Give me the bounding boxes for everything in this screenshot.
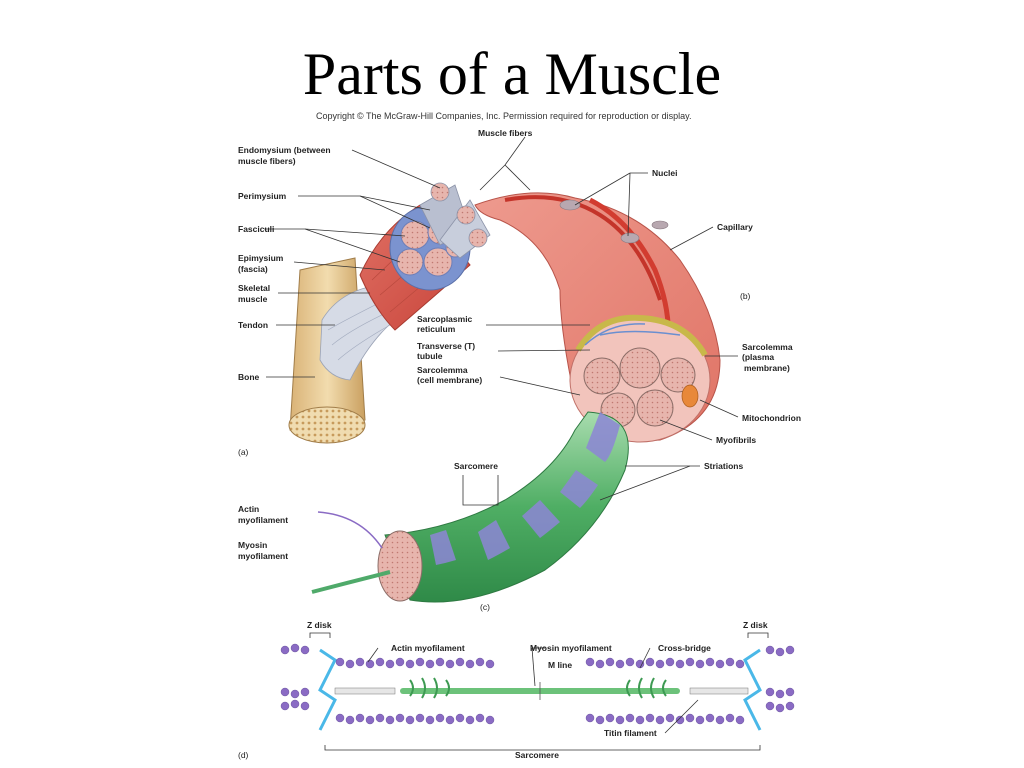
- label-cross-bridge: Cross-bridge: [658, 643, 711, 653]
- label-tendon: Tendon: [238, 320, 268, 330]
- page-title: Parts of a Muscle: [302, 41, 722, 107]
- z-disk-right: [743, 648, 762, 731]
- actin-filaments: [280, 643, 795, 725]
- panel-label-d: (d): [238, 750, 249, 760]
- label-m-line: M line: [548, 660, 572, 670]
- label-sarcolemma-plasma-3: membrane): [744, 363, 790, 373]
- label-actin-2: myofilament: [238, 515, 288, 525]
- label-epimysium-1: Epimysium: [238, 253, 284, 263]
- label-myosin-1: Myosin: [238, 540, 267, 550]
- label-bone: Bone: [238, 372, 260, 382]
- label-sarcolemma-plasma-1: Sarcolemma: [742, 342, 793, 352]
- skeletal-muscle: [359, 182, 491, 331]
- label-skeletal-2: muscle: [238, 294, 268, 304]
- label-striations: Striations: [704, 461, 743, 471]
- label-actin-1: Actin: [238, 504, 259, 514]
- titin-filament: [334, 687, 749, 695]
- label-sarcomere-c: Sarcomere: [454, 461, 498, 471]
- striation-bands: [430, 412, 620, 565]
- label-ttubule-1: Transverse (T): [417, 341, 475, 351]
- label-ttubule-2: tubule: [417, 351, 443, 361]
- nucleus: [559, 199, 581, 211]
- myofibril-end: [377, 530, 423, 602]
- nucleus: [620, 232, 640, 244]
- label-sr-1: Sarcoplasmic: [417, 314, 473, 324]
- copyright-notice: Copyright © The McGraw-Hill Companies, I…: [316, 111, 692, 121]
- myosin-strand: [311, 570, 391, 594]
- label-nuclei: Nuclei: [652, 168, 678, 178]
- capillary: [504, 195, 662, 301]
- label-myosin-myofilament: Myosin myofilament: [530, 643, 612, 653]
- label-myofibrils: Myofibrils: [716, 435, 756, 445]
- label-endomysium-2: muscle fibers): [238, 156, 296, 166]
- cross-bridges: [409, 677, 667, 699]
- actin-strand: [317, 511, 383, 549]
- label-skeletal-1: Skeletal: [238, 283, 270, 293]
- panel-label-a: (a): [238, 447, 249, 457]
- label-actin-myofilament: Actin myofilament: [391, 643, 465, 653]
- label-sarcomere-d: Sarcomere: [515, 750, 559, 760]
- z-disk-left: [318, 648, 337, 731]
- sarcoplasmic-reticulum: [575, 314, 708, 357]
- label-sarcolemma-cell-1: Sarcolemma: [417, 365, 468, 375]
- label-capillary: Capillary: [717, 222, 753, 232]
- label-sr-2: reticulum: [417, 324, 456, 334]
- myofibril: [311, 411, 629, 603]
- label-sarcolemma-plasma-2: (plasma: [742, 352, 774, 362]
- fascicle-bundle: [419, 182, 491, 259]
- label-mitochondrion: Mitochondrion: [742, 413, 801, 423]
- muscle-fiber: [474, 192, 721, 443]
- label-titin: Titin filament: [604, 728, 657, 738]
- leader-lines: [264, 136, 739, 734]
- myofibril-cross-sections: [583, 347, 696, 428]
- label-z-disk-right: Z disk: [743, 620, 768, 630]
- panel-label-b: (b): [740, 291, 751, 301]
- label-myosin-2: myofilament: [238, 551, 288, 561]
- label-epimysium-2: (fascia): [238, 264, 268, 274]
- label-muscle-fibers: Muscle fibers: [478, 128, 533, 138]
- label-z-disk-left: Z disk: [307, 620, 332, 630]
- sarcomere-detail: [280, 632, 795, 751]
- mitochondrion: [681, 384, 699, 408]
- tendon: [319, 284, 396, 381]
- labels: Muscle fibers Endomysium (between muscle…: [238, 128, 801, 760]
- label-endomysium-1: Endomysium (between: [238, 145, 331, 155]
- label-perimysium: Perimysium: [238, 191, 287, 201]
- label-sarcolemma-cell-2: (cell membrane): [417, 375, 482, 385]
- label-fasciculi: Fasciculi: [238, 224, 274, 234]
- panel-label-c: (c): [480, 602, 490, 612]
